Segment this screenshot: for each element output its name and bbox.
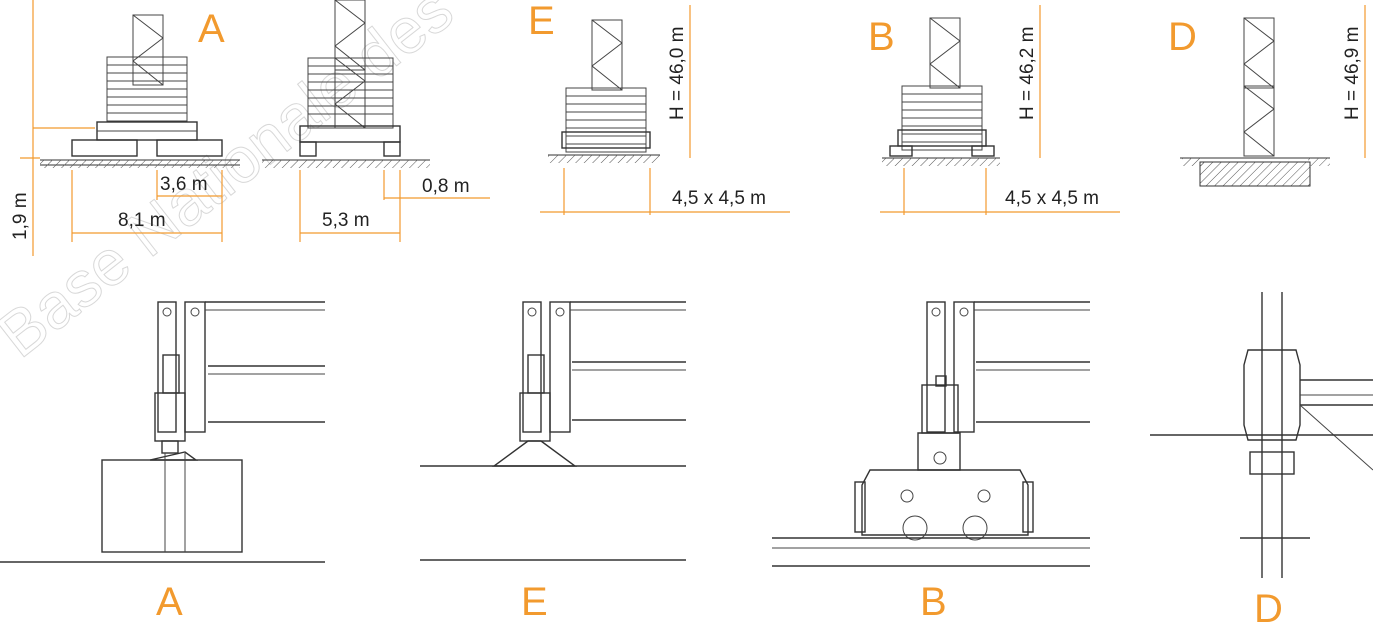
top-view-a-front	[40, 14, 240, 168]
top-view-b	[880, 5, 1120, 215]
detail-a	[0, 301, 325, 563]
top-letter-d: D	[1168, 15, 1197, 59]
height-b: H = 46,2 m	[1017, 27, 1038, 120]
dim-8-1: 8,1 m	[118, 210, 166, 231]
top-letter-a: A	[198, 7, 225, 51]
dimension-lines-a-side	[299, 170, 490, 242]
dim-height-a: 1,9 m	[10, 192, 31, 240]
height-d: H = 46,9 m	[1342, 27, 1363, 120]
bottom-label-a: A	[156, 580, 183, 624]
base-b: 4,5 x 4,5 m	[1005, 188, 1099, 209]
bottom-label-d: D	[1254, 587, 1283, 630]
base-e: 4,5 x 4,5 m	[672, 188, 766, 209]
top-letter-b: B	[868, 15, 895, 59]
dimension-lines-a	[20, 0, 223, 256]
watermark-text: Base Nationale des	[0, 0, 466, 371]
top-view-d	[1180, 5, 1366, 187]
detail-b	[772, 301, 1090, 567]
dim-5-3: 5,3 m	[322, 210, 370, 231]
bottom-label-e: E	[521, 580, 548, 624]
dim-3-6: 3,6 m	[160, 174, 208, 195]
top-letter-e: E	[528, 0, 555, 43]
detail-d	[1150, 292, 1373, 578]
height-e: H = 46,0 m	[667, 27, 688, 120]
bottom-label-b: B	[920, 580, 947, 624]
detail-e	[420, 301, 686, 561]
top-view-e	[540, 5, 790, 215]
dim-0-8: 0,8 m	[422, 176, 470, 197]
top-view-a-side	[262, 0, 430, 168]
